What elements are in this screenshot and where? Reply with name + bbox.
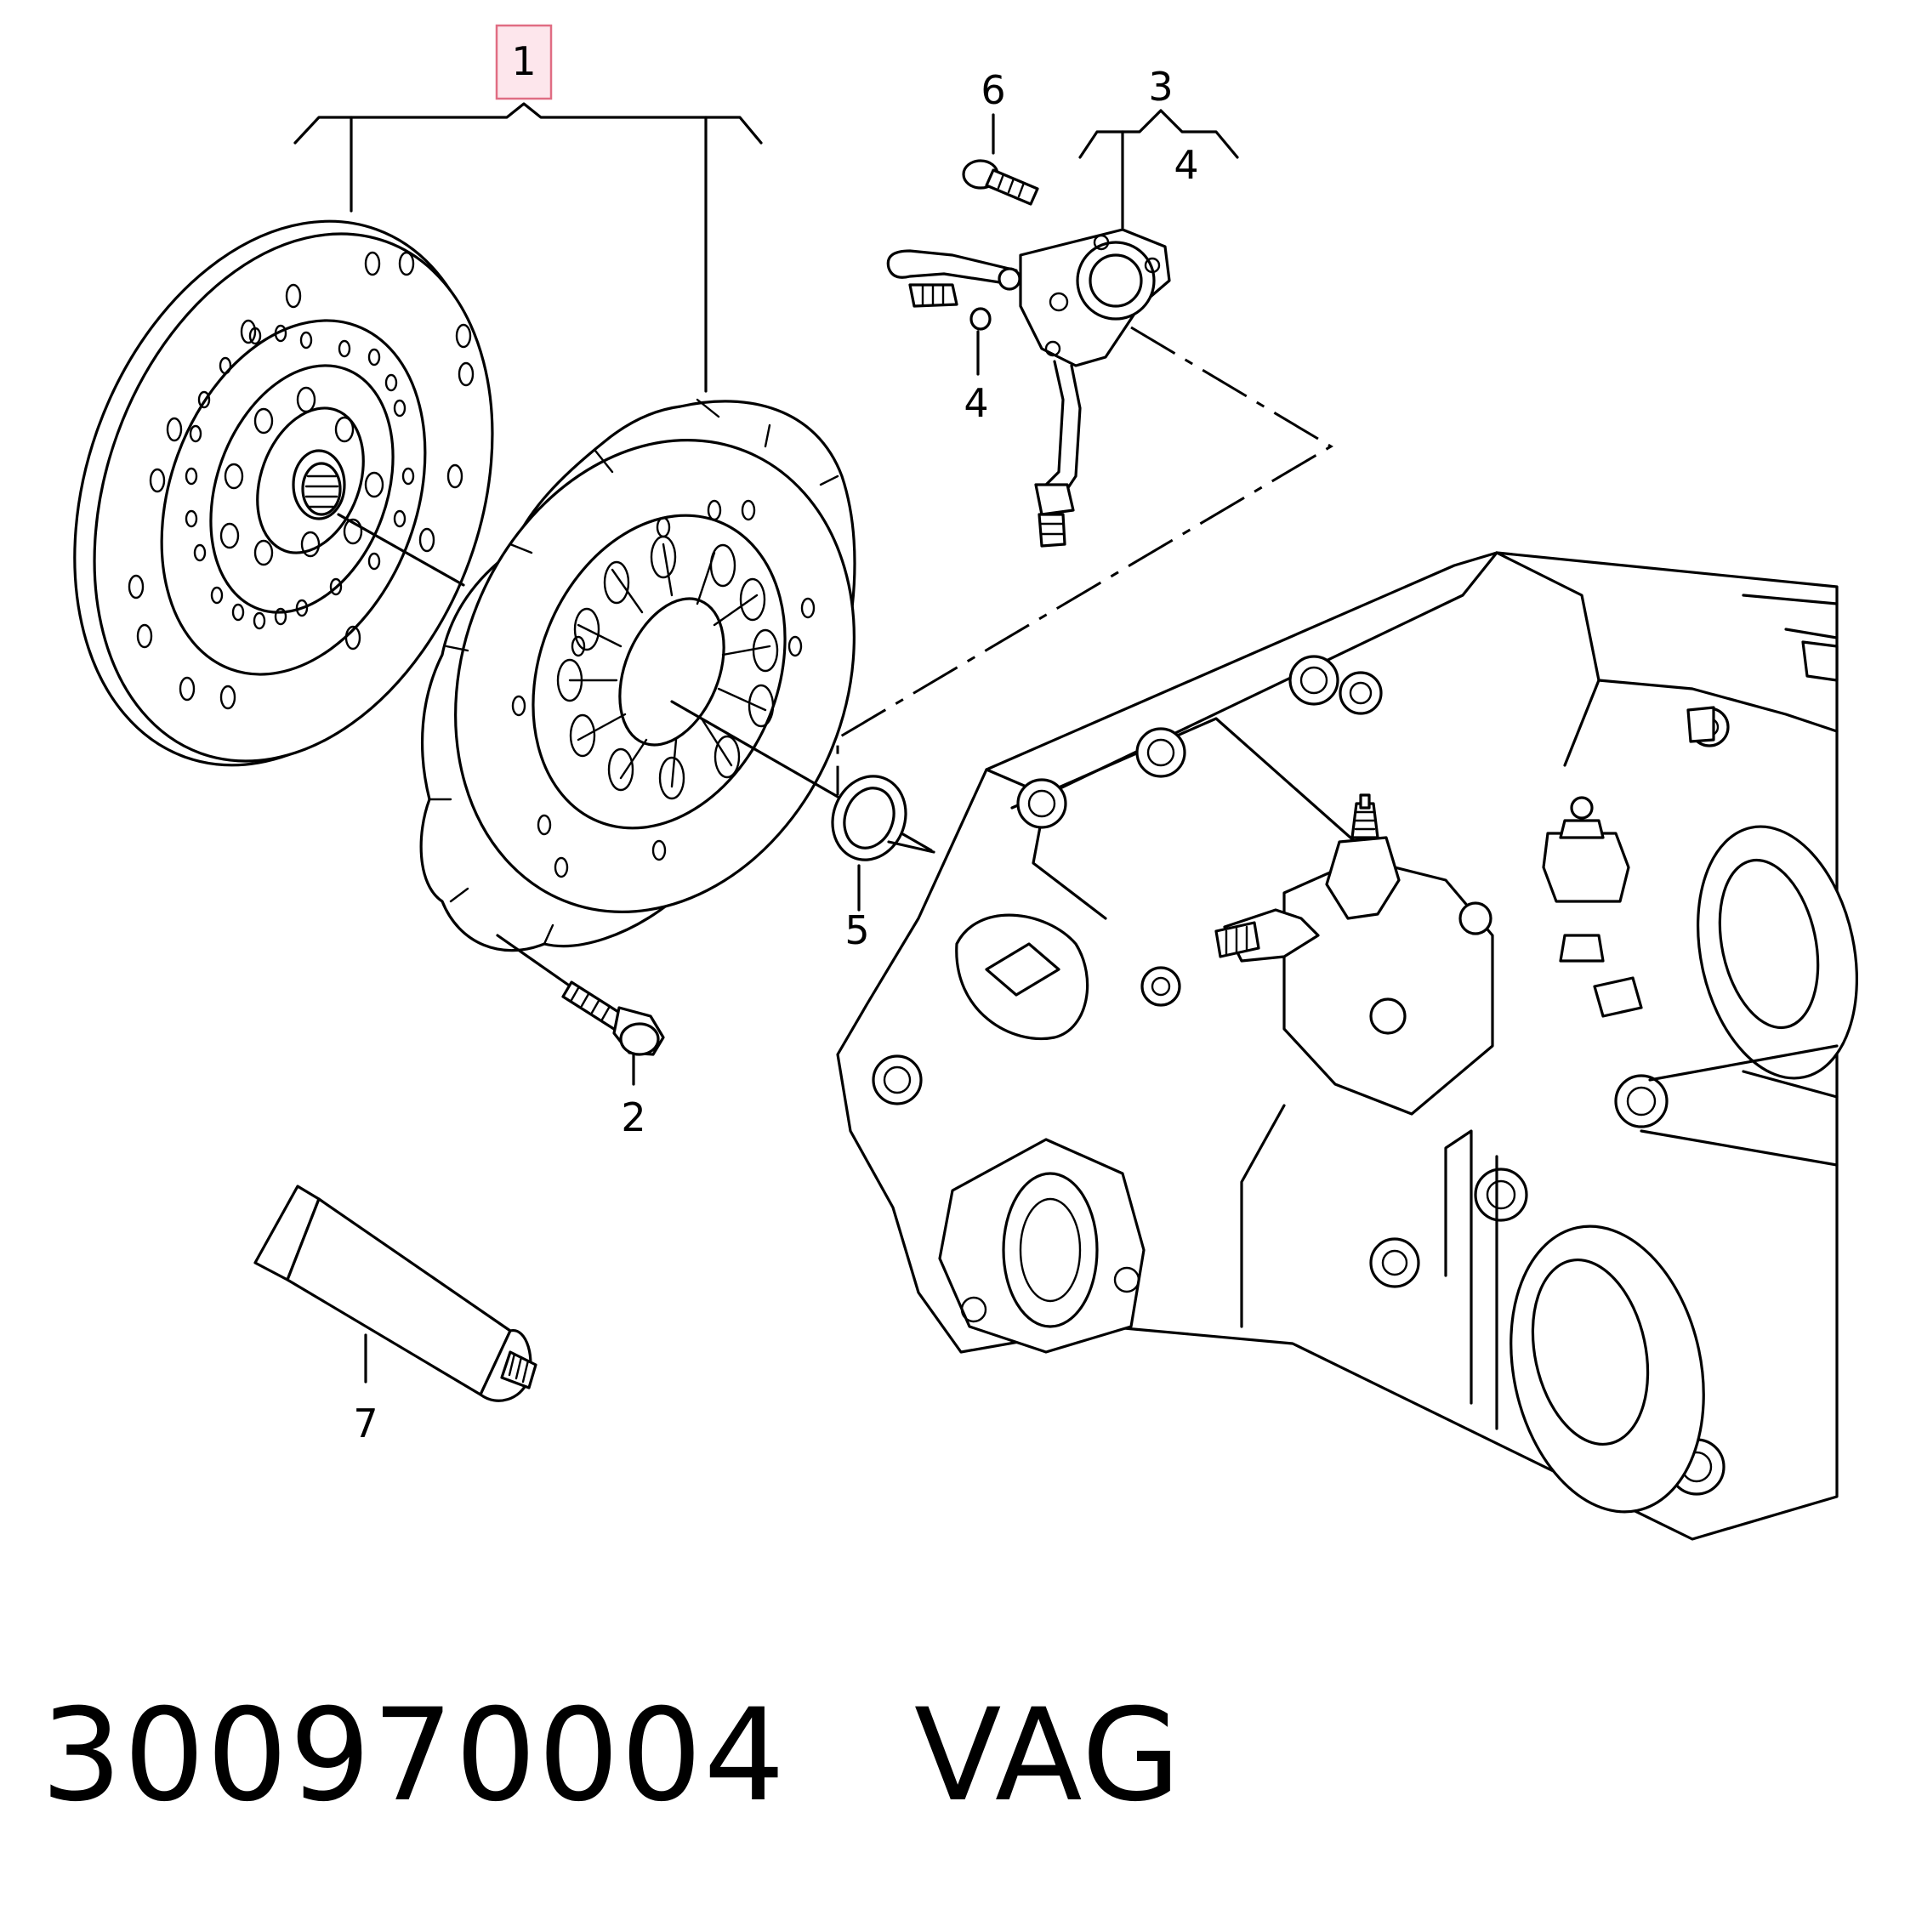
callout-4-bottom[interactable]: 4 — [964, 380, 988, 426]
seal-ring — [969, 307, 992, 331]
o-ring — [831, 775, 907, 861]
pressure-plate — [419, 398, 856, 952]
callout-7[interactable]: 7 — [353, 1401, 378, 1446]
clutch-disc — [73, 219, 494, 767]
callout-6[interactable]: 6 — [981, 67, 1005, 113]
part-caption: 300970004 VAG — [41, 1679, 1182, 1833]
callout-2[interactable]: 2 — [621, 1094, 645, 1140]
grease-tube — [253, 1185, 537, 1402]
callout-1-highlight — [495, 24, 553, 100]
bolt-2 — [561, 980, 665, 1056]
callout-1[interactable]: 1 — [511, 38, 536, 84]
callout-1-bracket — [293, 102, 763, 145]
slave-cylinder — [886, 228, 1171, 548]
brand-name: VAG — [913, 1682, 1183, 1830]
callout-4-top[interactable]: 4 — [1174, 142, 1198, 188]
gearbox-housing — [836, 551, 1858, 1541]
axis-line-disc — [337, 513, 465, 587]
part-number: 300970004 — [41, 1682, 787, 1830]
callout-5[interactable]: 5 — [844, 907, 869, 953]
callout-1-group[interactable]: 1 — [495, 24, 553, 100]
assembly-centerline — [836, 326, 1333, 795]
bolt-6 — [962, 159, 1039, 206]
callout-3-bracket — [1078, 109, 1239, 159]
callout-3[interactable]: 3 — [1148, 64, 1173, 110]
